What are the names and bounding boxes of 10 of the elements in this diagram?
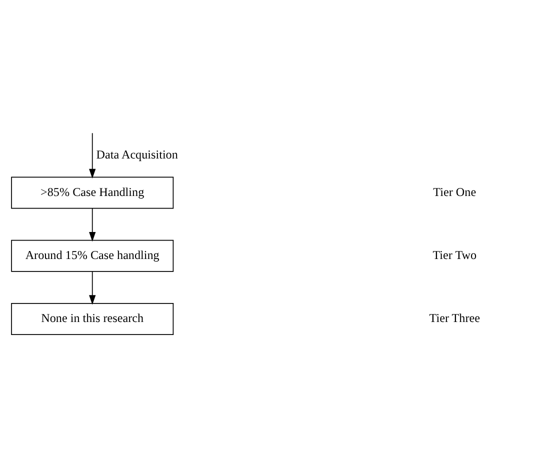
node-box: >85% Case Handling [11, 176, 174, 208]
arrow [89, 270, 96, 304]
node-box: Around 15% Case handling [11, 239, 174, 272]
label: Tier One [433, 184, 476, 198]
arrow [89, 132, 96, 178]
node-box: None in this research [11, 302, 174, 334]
label: Tier Three [429, 310, 480, 325]
arrow [89, 208, 96, 242]
label: Tier Two [432, 248, 477, 262]
edge-label: Data Acquisition [96, 146, 178, 161]
